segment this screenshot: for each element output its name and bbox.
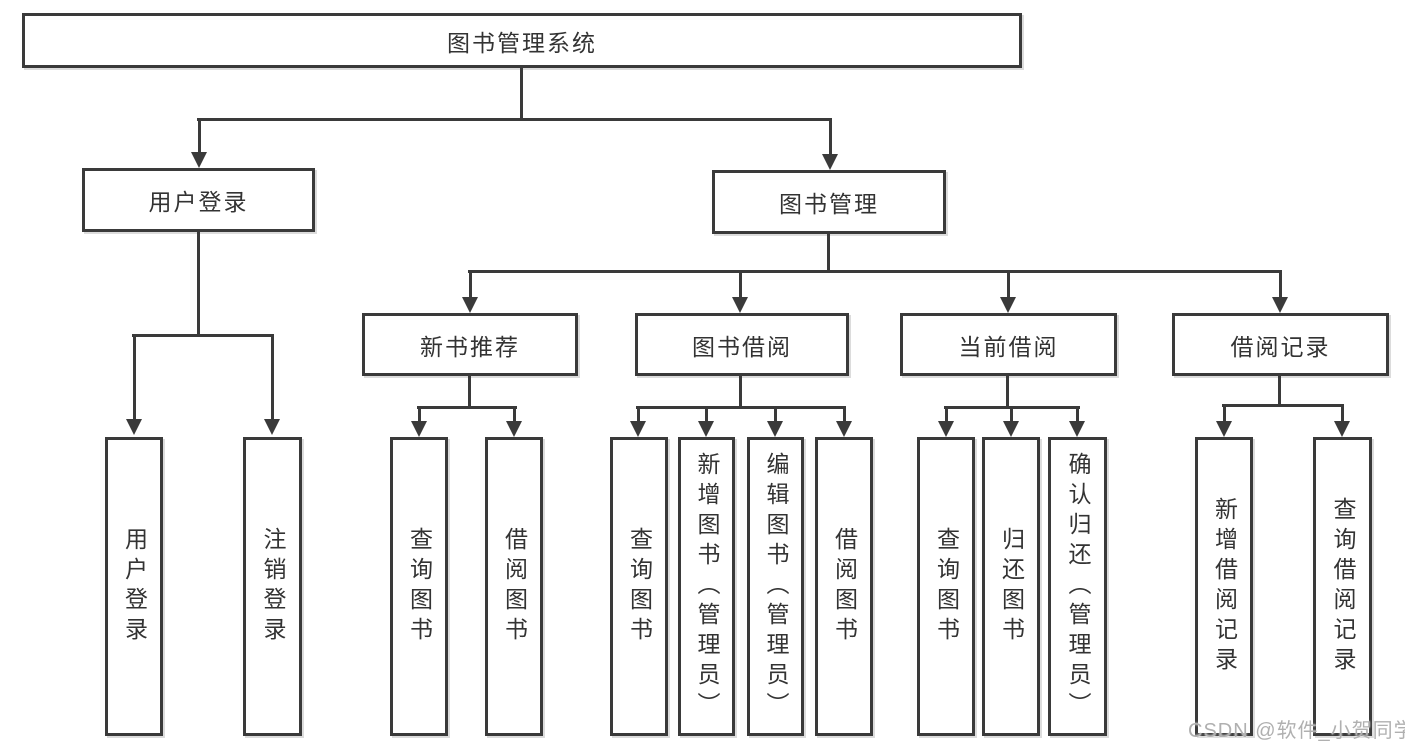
arrow-to-book-borrow [732, 272, 748, 313]
leaf-logout-label: 注销登录 [260, 526, 286, 647]
arrow-to-leaf-user-login [126, 336, 142, 435]
csdn-watermark: CSDN @软件_小贺同学 [1188, 720, 1405, 742]
connector-groupB-stem [739, 376, 742, 409]
node-new-book-recommendation-label: 新书推荐 [420, 333, 520, 360]
leaf-user-login-label: 用户登录 [121, 526, 148, 647]
leaf-groupB-borrow-book: 借阅图书 [815, 437, 873, 736]
leaf-groupD-query-borrow-record-label: 查询借阅记录 [1330, 496, 1356, 677]
node-borrowing-records-label: 借阅记录 [1230, 333, 1331, 360]
arrow-to-current-borrow [1000, 272, 1016, 313]
leaf-groupC-query-book: 查询图书 [917, 437, 975, 736]
node-current-borrowing-label: 当前借阅 [958, 333, 1059, 360]
arrow-groupC-confirm-return [1069, 408, 1085, 437]
leaf-groupA-borrow-book: 借阅图书 [485, 437, 543, 736]
arrow-groupB-query-book [630, 408, 646, 437]
connector-groupC-stem [1006, 376, 1009, 409]
leaf-groupC-return-book: 归还图书 [982, 437, 1040, 736]
node-current-borrowing: 当前借阅 [900, 313, 1117, 376]
leaf-groupC-confirm-return-admin: 确认归还（管理员） [1048, 437, 1107, 736]
node-new-book-recommendation: 新书推荐 [362, 313, 578, 376]
connector-groupD-stem [1278, 376, 1281, 407]
leaf-groupA-borrow-book-label: 借阅图书 [501, 526, 528, 647]
leaf-groupB-edit-book-admin-label: 编辑图书（管理员） [763, 451, 789, 722]
node-book-management-branch-label: 图书管理 [779, 191, 879, 217]
leaf-groupB-query-book: 查询图书 [610, 437, 668, 736]
connector-groupA-stem [468, 376, 471, 409]
leaf-logout: 注销登录 [243, 437, 302, 736]
leaf-groupD-add-borrow-record-label: 新增借阅记录 [1211, 496, 1238, 677]
leaf-groupB-edit-book-admin: 编辑图书（管理员） [747, 437, 804, 736]
leaf-groupA-query-book-label: 查询图书 [406, 526, 433, 647]
node-user-login-branch: 用户登录 [82, 168, 315, 232]
node-borrowing-records: 借阅记录 [1172, 313, 1389, 376]
leaf-groupD-add-borrow-record: 新增借阅记录 [1195, 437, 1253, 736]
connector-root-stem [520, 68, 523, 120]
arrow-groupD-add-record [1216, 406, 1232, 437]
arrow-to-user-login-branch [191, 120, 207, 168]
arrow-groupA-query-book [411, 408, 427, 437]
arrow-groupB-add-book [698, 408, 714, 437]
connector-user-stem [197, 232, 200, 337]
connector-root-rail [197, 118, 832, 121]
arrow-groupC-query-book [938, 408, 954, 437]
leaf-groupC-confirm-return-admin-label: 确认归还（管理员） [1065, 451, 1091, 722]
leaf-groupB-add-book-admin-label: 新增图书（管理员） [694, 451, 720, 722]
node-root-label: 图书管理系统 [447, 29, 597, 56]
node-book-management-branch: 图书管理 [712, 170, 946, 234]
connector-groupA-rail [417, 406, 517, 409]
node-book-borrowing: 图书借阅 [635, 313, 849, 376]
arrow-to-new-book-rec [462, 272, 478, 313]
node-root-book-management-system: 图书管理系统 [22, 13, 1022, 68]
arrow-groupC-return-book [1003, 408, 1019, 437]
connector-groupB-rail [636, 406, 846, 409]
node-user-login-branch-label: 用户登录 [148, 189, 249, 215]
arrow-to-leaf-logout [264, 336, 280, 435]
arrow-groupB-borrow-book [836, 408, 852, 437]
leaf-groupB-borrow-book-label: 借阅图书 [831, 526, 858, 647]
leaf-groupA-query-book: 查询图书 [390, 437, 448, 736]
connector-book-rail [468, 270, 1282, 273]
connector-groupD-rail [1222, 404, 1344, 407]
arrow-to-book-management-branch [822, 120, 838, 170]
arrow-groupA-borrow-book [506, 408, 522, 437]
connector-book-stem [827, 234, 830, 273]
leaf-groupB-add-book-admin: 新增图书（管理员） [678, 437, 735, 736]
connector-groupC-rail [944, 406, 1080, 409]
arrow-groupD-query-record [1334, 406, 1350, 437]
leaf-groupB-query-book-label: 查询图书 [626, 526, 653, 647]
arrow-groupB-edit-book [767, 408, 783, 437]
leaf-groupD-query-borrow-record: 查询借阅记录 [1313, 437, 1372, 736]
arrow-to-borrow-record [1272, 272, 1288, 313]
connector-user-rail [132, 334, 274, 337]
leaf-groupC-return-book-label: 归还图书 [998, 526, 1025, 647]
leaf-user-login: 用户登录 [105, 437, 163, 736]
node-book-borrowing-label: 图书借阅 [692, 333, 792, 360]
leaf-groupC-query-book-label: 查询图书 [933, 526, 960, 647]
